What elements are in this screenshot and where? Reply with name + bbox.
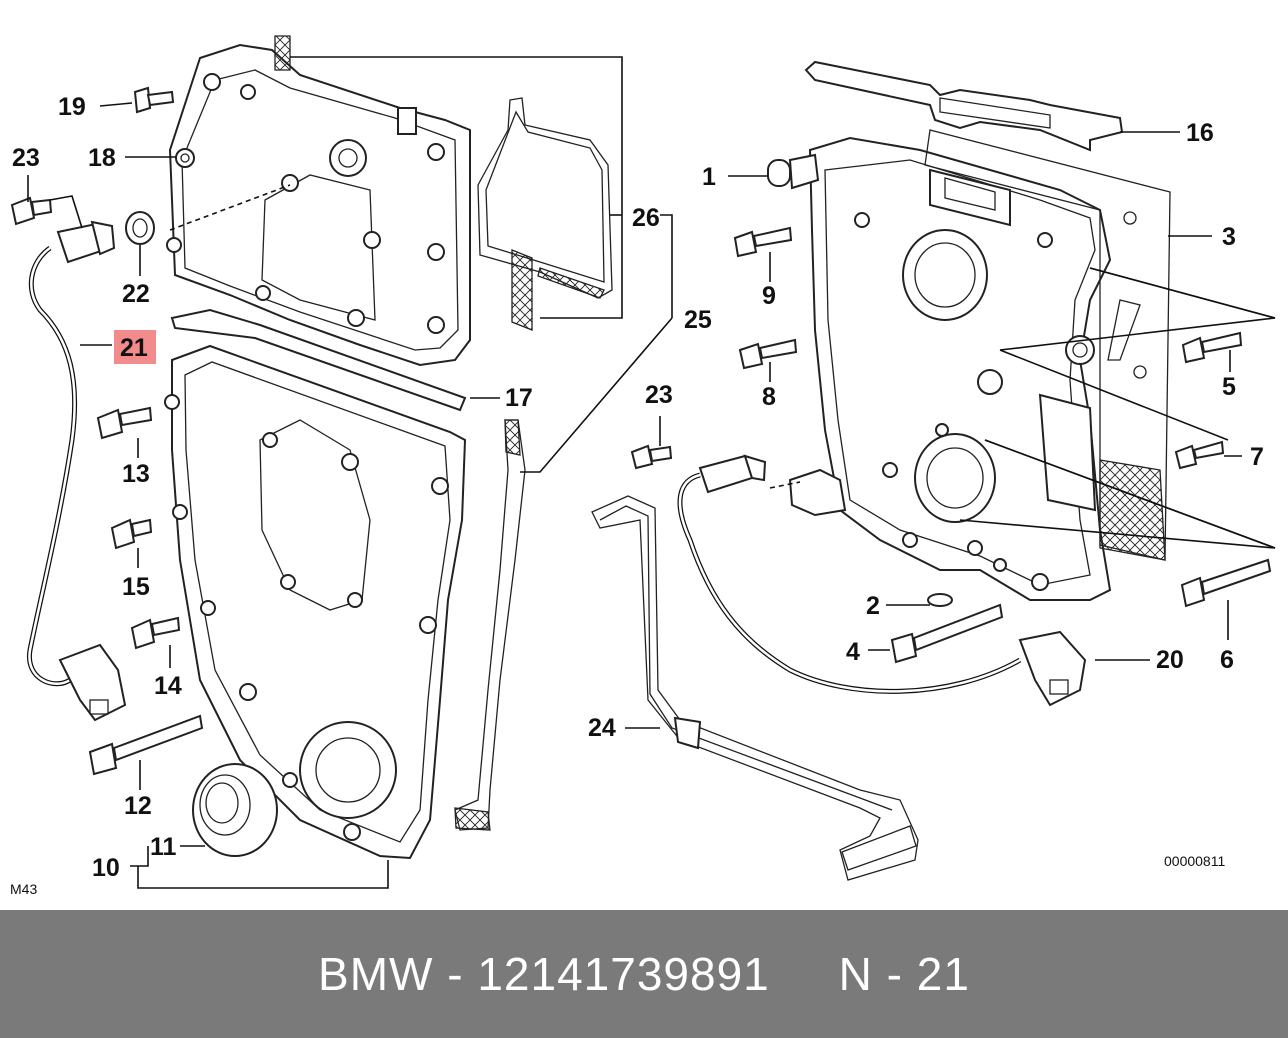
label-19: 19	[58, 93, 86, 121]
highlight-badge	[114, 330, 156, 364]
label-14: 14	[154, 672, 182, 700]
pulse-sensor-cable	[27, 220, 127, 722]
label-26: 26	[632, 204, 660, 232]
right-sensor-cable	[677, 454, 1087, 707]
diagram-position-ref: N - 21	[838, 948, 970, 1000]
label-25: 25	[684, 306, 712, 334]
label-20: 20	[1156, 646, 1184, 674]
exploded-parts-diagram: 19 18 23 22 21 13 15 14 12 11 10 17 26 2…	[10, 35, 1276, 897]
upper-cover-gasket	[477, 97, 613, 331]
label-4: 4	[846, 638, 860, 666]
upper-timing-cover	[166, 35, 471, 367]
label-10: 10	[92, 854, 120, 882]
label-6: 6	[1220, 646, 1234, 674]
lower-timing-cover	[164, 344, 467, 860]
part-info-footer: BMW - 12141739891 N - 21	[0, 910, 1288, 1038]
lower-cover-gasket	[454, 419, 526, 831]
label-15: 15	[122, 573, 150, 601]
label-3: 3	[1222, 223, 1236, 251]
label-17: 17	[505, 384, 533, 412]
diagram-code-right: 00000811	[1164, 853, 1225, 869]
label-23-left: 23	[12, 144, 40, 172]
cover-gasket-strip	[170, 308, 467, 412]
label-16: 16	[1186, 119, 1214, 147]
label-9: 9	[762, 282, 776, 310]
footer-caption: BMW - 12141739891 N - 21	[318, 947, 970, 1001]
label-21: 21	[120, 334, 148, 362]
label-8: 8	[762, 383, 776, 411]
label-13: 13	[122, 460, 150, 488]
left-leader-lines	[27, 56, 673, 889]
brand-part-number: BMW - 12141739891	[318, 948, 770, 1000]
right-leader-lines	[625, 131, 1276, 729]
label-24: 24	[588, 714, 616, 742]
oil-pan-gasket	[804, 60, 1124, 152]
label-12: 12	[124, 792, 152, 820]
part-number-labels: 19 18 23 22 21 13 15 14 12 11 10 17 26 2…	[12, 93, 1264, 882]
label-1: 1	[702, 163, 716, 191]
cable-bracket	[591, 495, 919, 881]
block-gasket	[924, 129, 1171, 561]
label-7: 7	[1250, 443, 1264, 471]
label-5: 5	[1222, 373, 1236, 401]
label-2: 2	[866, 592, 880, 620]
label-11: 11	[150, 833, 177, 861]
label-18: 18	[88, 144, 116, 172]
left-fasteners	[10, 86, 204, 776]
label-23-right: 23	[645, 381, 673, 409]
label-22: 22	[122, 280, 150, 308]
engine-block-housing	[767, 136, 1112, 601]
diagram-code-left: M43	[10, 881, 37, 897]
right-fasteners	[630, 226, 1272, 664]
seal-ring	[192, 763, 278, 857]
